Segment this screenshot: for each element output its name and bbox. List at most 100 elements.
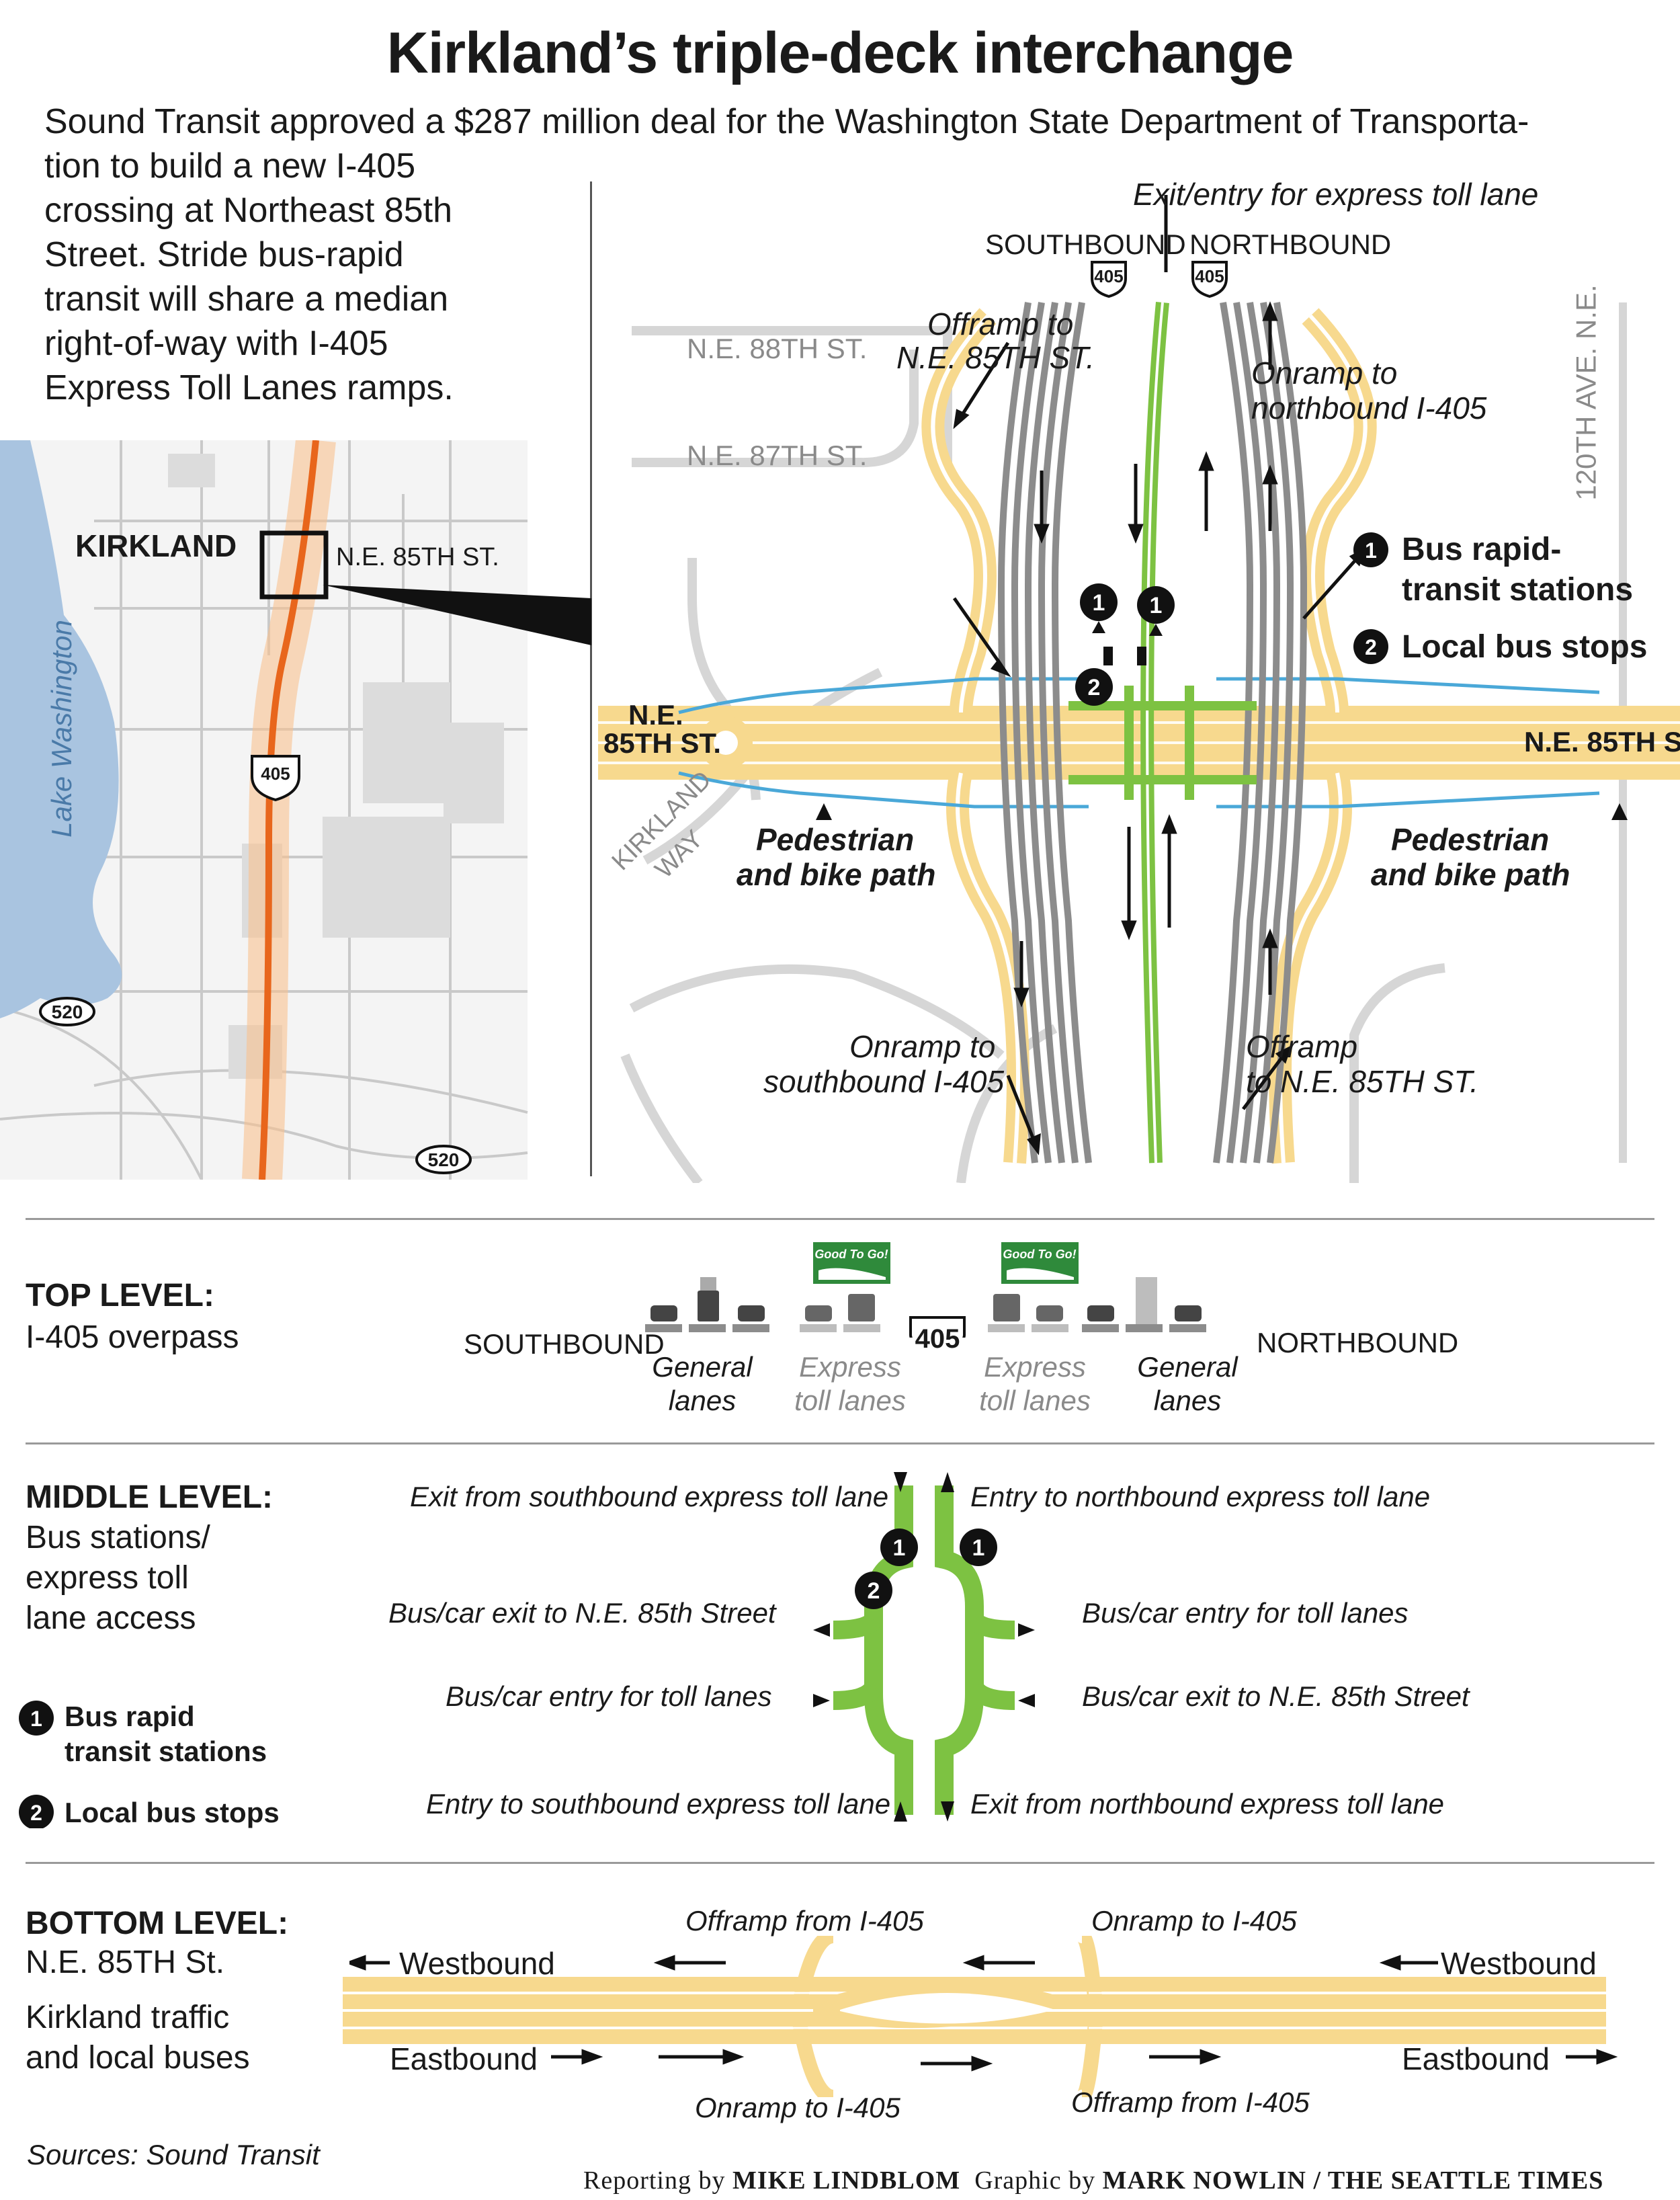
eastbound-right-label: Eastbound xyxy=(1402,2041,1550,2076)
intro-line-6: right-of-way with I-405 xyxy=(44,324,388,363)
badge-2: 2 xyxy=(1088,675,1101,700)
top-general-label-1a: General xyxy=(652,1351,753,1383)
offramp-85b-label-2: to N.E. 85TH ST. xyxy=(1246,1064,1478,1099)
shield-520-icon xyxy=(39,997,472,1174)
mid-legend-2-label: Local bus stops xyxy=(65,1797,280,1828)
ne88-label: N.E. 88TH ST. xyxy=(687,333,868,364)
map-shield-405-text: 405 xyxy=(261,764,290,784)
top-express-label-2b: toll lanes xyxy=(979,1385,1091,1416)
middle-level-heading: MIDDLE LEVEL: xyxy=(26,1479,273,1515)
badge-1a: 1 xyxy=(1093,590,1105,616)
top-general-label-2b: lanes xyxy=(1153,1385,1222,1416)
map-lake-label: Lake Washington xyxy=(45,620,77,838)
shield-405-icon xyxy=(909,1316,966,1338)
legend-1-label-1: Bus rapid- xyxy=(1402,532,1562,567)
ped-right-label-2: and bike path xyxy=(1371,857,1570,892)
reporter-name: MIKE LINDBLOM xyxy=(732,2166,961,2195)
mid-buscar-entry-right-label: Bus/car entry for toll lanes xyxy=(1082,1597,1409,1629)
mid-badge-1a: 1 xyxy=(893,1535,906,1561)
ped-left-label-2: and bike path xyxy=(737,857,936,892)
middle-level-diagram: 1 1 2 xyxy=(813,1472,1035,1822)
top-southbound-label: SOUTHBOUND xyxy=(464,1328,665,1360)
onramp-sb-label-1: Onramp to xyxy=(849,1029,996,1064)
vehicle-icons xyxy=(650,1277,1202,1324)
credits: Reporting by MIKE LINDBLOM Graphic by MA… xyxy=(583,2166,1603,2195)
middle-level-sub-3: lane access xyxy=(26,1600,196,1636)
nb-shield-text: 405 xyxy=(1195,266,1224,286)
ne85-left-label-1: N.E. xyxy=(628,699,683,731)
mid-entry-nb-label: Entry to northbound express toll lane xyxy=(970,1481,1431,1512)
top-express-label-1a: Express xyxy=(799,1351,901,1383)
middle-level-sub-2: express toll xyxy=(26,1560,189,1596)
callout-wedge xyxy=(323,585,591,645)
ne85-right-label: N.E. 85TH ST. xyxy=(1524,726,1680,758)
top-shield-text: 405 xyxy=(915,1324,960,1354)
top-general-label-2a: lanes xyxy=(668,1385,737,1416)
divider-bottom xyxy=(26,1862,1654,1864)
map-shield-520a-text: 520 xyxy=(51,1002,83,1022)
intro-line-5: transit will share a median xyxy=(44,280,449,319)
bottom-offramp-from-top-label: Offramp from I-405 xyxy=(685,1905,924,1937)
mid-buscar-exit-left-label: Bus/car exit to N.E. 85th Street xyxy=(388,1597,776,1629)
badge-1b: 1 xyxy=(1150,593,1163,618)
middle-legend-badges: 1 2 xyxy=(19,1701,54,1828)
southbound-label: SOUTHBOUND xyxy=(985,229,1186,260)
eastbound-left-label: Eastbound xyxy=(390,2041,538,2076)
offramp-85b-label-1: Offramp xyxy=(1246,1029,1358,1064)
bottom-offramp-from-bottom-label: Offramp from I-405 xyxy=(1071,2086,1310,2118)
map-divider xyxy=(590,181,592,1176)
sign-text-2: Good To Go! xyxy=(1003,1248,1076,1261)
sources-label: Sources: Sound Transit xyxy=(27,2139,320,2170)
locator-map xyxy=(0,440,528,1180)
mid-badge-2: 2 xyxy=(868,1578,880,1604)
bottom-onramp-to-bottom-label: Onramp to I-405 xyxy=(695,2092,900,2123)
sb-shield-text: 405 xyxy=(1094,266,1124,286)
map-city-label: KIRKLAND xyxy=(75,528,237,563)
top-express-label-1b: Express xyxy=(984,1351,1086,1383)
top-level-heading: TOP LEVEL: xyxy=(26,1278,214,1313)
mid-badge-1b: 1 xyxy=(972,1535,985,1561)
intro-line-7: Express Toll Lanes ramps. xyxy=(44,368,454,407)
bottom-level-sub-3: and local buses xyxy=(26,2040,250,2076)
mid-exit-sb-label: Exit from southbound express toll lane xyxy=(410,1481,889,1512)
mid-buscar-entry-left-label: Bus/car entry for toll lanes xyxy=(446,1680,772,1712)
intro-line-4: Street. Stride bus-rapid xyxy=(44,235,404,274)
top-general-label-1b: General xyxy=(1137,1351,1238,1383)
graphic-credit: MARK NOWLIN / THE SEATTLE TIMES xyxy=(1102,2166,1604,2195)
offramp-85-label-2: N.E. 85TH ST. xyxy=(896,340,1095,375)
interchange-diagram: 1 1 2 1 2 xyxy=(598,195,1680,1183)
bottom-level-sub-1: N.E. 85TH St. xyxy=(26,1945,225,1980)
badge-icon xyxy=(1075,532,1388,706)
ped-arrow-left xyxy=(816,803,832,820)
mid-legend-1-label-1: Bus rapid xyxy=(65,1701,195,1732)
onramp-sb-label-2: southbound I-405 xyxy=(763,1064,1005,1099)
offramp-85-label-1: Offramp to xyxy=(927,307,1074,341)
sign-text-1: Good To Go! xyxy=(814,1248,888,1261)
divider-top xyxy=(26,1218,1654,1220)
westbound-left-label: Westbound xyxy=(399,1946,555,1981)
reporting-prefix: Reporting by xyxy=(583,2166,732,2195)
exit-entry-express-label: Exit/entry for express toll lane xyxy=(1133,177,1539,212)
top-level-sub: I-405 overpass xyxy=(26,1319,239,1355)
graphic-prefix: Graphic by xyxy=(974,2166,1103,2195)
mid-legend-num-1: 1 xyxy=(30,1707,42,1731)
ne85-left-label-2: 85TH ST. xyxy=(603,727,722,759)
divider-middle xyxy=(26,1442,1654,1444)
onramp-nb-label-2: northbound I-405 xyxy=(1251,391,1487,425)
legend-badge-2: 2 xyxy=(1365,635,1377,659)
page-title: Kirkland’s triple-deck interchange xyxy=(386,21,1294,85)
ave120-label: 120TH AVE. N.E. xyxy=(1570,284,1602,501)
northbound-label: NORTHBOUND xyxy=(1189,229,1392,260)
bottom-arrows xyxy=(349,1955,1618,2072)
mid-legend-num-2: 2 xyxy=(30,1801,42,1825)
ne87-label: N.E. 87TH ST. xyxy=(687,440,868,471)
intro-line-2: tion to build a new I-405 xyxy=(44,147,416,186)
map-street-label: N.E. 85TH ST. xyxy=(336,543,499,571)
intro-text: Sound Transit approved a $287 million de… xyxy=(44,99,1671,410)
onramp-nb-label-1: Onramp to xyxy=(1251,356,1398,391)
ped-arrow-right xyxy=(1611,803,1628,820)
good-to-go-sign-icon xyxy=(813,1242,1079,1284)
bottom-onramp-to-top-label: Onramp to I-405 xyxy=(1091,1905,1297,1937)
mid-legend-1-label-2: transit stations xyxy=(65,1736,267,1767)
intro-line-3: crossing at Northeast 85th xyxy=(44,191,452,230)
